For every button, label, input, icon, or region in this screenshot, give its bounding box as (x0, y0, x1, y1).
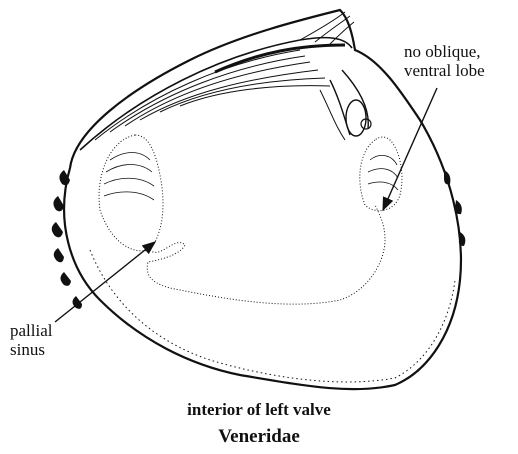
hinge-area (80, 12, 371, 150)
view-caption: interior of left valve (0, 400, 518, 420)
no-oblique-line2: ventral lobe (404, 61, 485, 80)
shell-margin-sculpture (52, 170, 466, 309)
no-oblique-label: no oblique, ventral lobe (404, 42, 485, 80)
shell-outline (64, 10, 461, 389)
anterior-scar-striations (104, 153, 154, 201)
pallial-sinus-label: pallial sinus (10, 321, 52, 359)
inner-margin-dotted (90, 250, 455, 382)
posterior-muscle-scar (360, 137, 402, 211)
family-caption: Veneridae (0, 426, 518, 448)
pallial-line (147, 205, 385, 304)
pallial-line1: pallial (10, 321, 52, 340)
no-oblique-line1: no oblique, (404, 42, 485, 61)
pallial-line2: sinus (10, 340, 52, 359)
